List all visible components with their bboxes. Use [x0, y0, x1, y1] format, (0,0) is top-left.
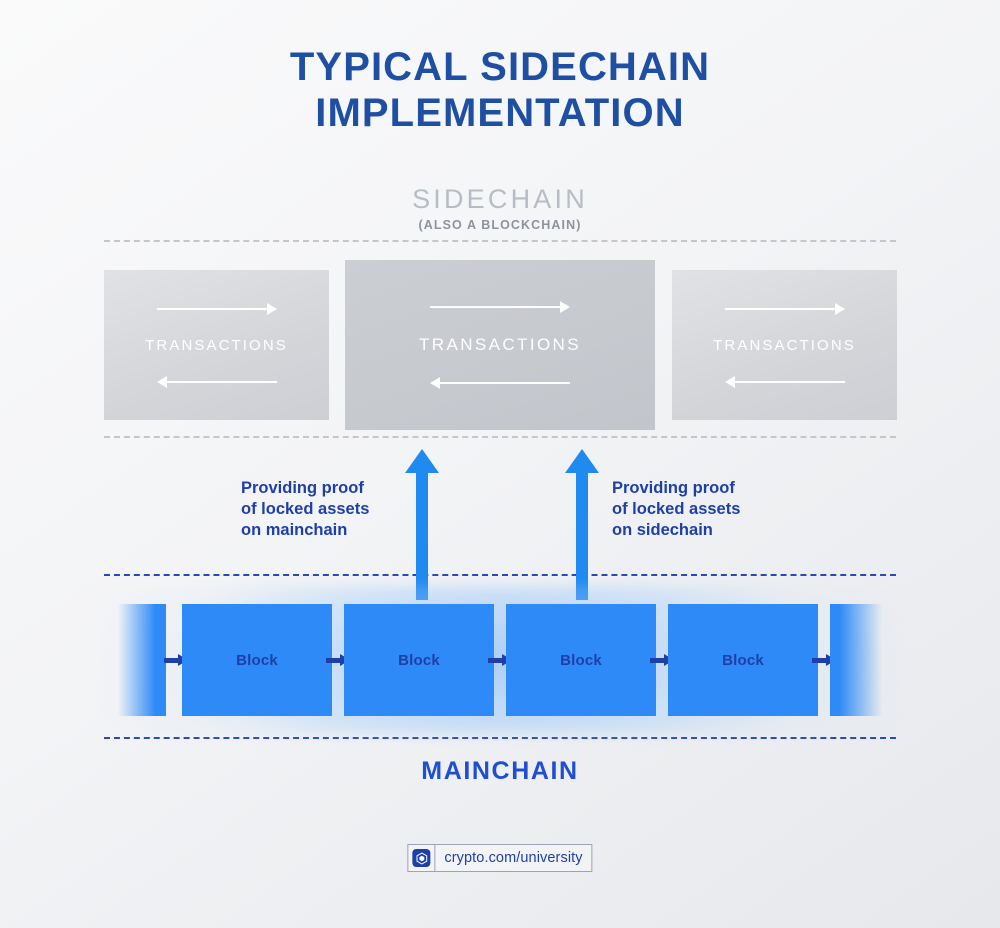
arrow-left-icon	[724, 375, 845, 388]
mainchain-block-partial	[118, 604, 166, 716]
sidechain-transaction-row: TRANSACTIONS TRANSACTIONS TRANSACTIONS	[0, 260, 1000, 440]
mainchain-block-label: Block	[722, 651, 764, 669]
mainchain-block: Block	[506, 604, 656, 716]
mainchain-caption: MAINCHAIN	[421, 757, 579, 785]
footer-badge[interactable]: crypto.com/university	[407, 844, 593, 872]
arrow-right-icon	[430, 301, 570, 313]
arrow-right-icon	[724, 302, 845, 315]
divider-sidechain-bottom	[104, 436, 896, 438]
arrow-left-icon	[430, 377, 570, 389]
sidechain-heading-group: SIDECHAIN (ALSO A BLOCKCHAIN)	[0, 184, 1000, 232]
transaction-box-label: TRANSACTIONS	[145, 336, 288, 354]
mainchain-block: Block	[182, 604, 332, 716]
title-line-2: IMPLEMENTATION	[315, 91, 685, 135]
transaction-box: TRANSACTIONS	[104, 270, 329, 420]
mainchain-block: Block	[668, 604, 818, 716]
mainchain-block-label: Block	[236, 651, 278, 669]
transaction-box-label: TRANSACTIONS	[713, 336, 856, 354]
sidechain-subheading: (ALSO A BLOCKCHAIN)	[418, 218, 582, 232]
page-title: TYPICAL SIDECHAIN IMPLEMENTATION	[0, 44, 1000, 136]
proof-label-sidechain: Providing proof of locked assets on side…	[612, 479, 741, 539]
proof-label-mainchain: Providing proof of locked assets on main…	[241, 479, 370, 539]
arrow-up-icon	[405, 449, 439, 600]
mainchain-block-label: Block	[398, 651, 440, 669]
sidechain-heading: SIDECHAIN	[412, 184, 588, 214]
mainchain-block: Block	[344, 604, 494, 716]
mainchain-block-partial	[830, 604, 882, 716]
mainchain-block-row: Block Block Block Block	[0, 604, 1000, 716]
arrow-right-icon	[156, 302, 277, 315]
divider-sidechain-top	[104, 240, 896, 242]
arrow-up-icon	[565, 449, 599, 600]
mainchain-block-label: Block	[560, 651, 602, 669]
arrow-left-icon	[156, 375, 277, 388]
divider-mainchain-top	[104, 574, 896, 576]
footer-url[interactable]: crypto.com/university	[444, 850, 583, 866]
crypto-com-logo-icon	[408, 845, 436, 871]
title-line-1: TYPICAL SIDECHAIN	[289, 45, 711, 89]
transaction-box: TRANSACTIONS	[345, 260, 655, 430]
divider-mainchain-bottom	[104, 737, 896, 739]
transaction-box: TRANSACTIONS	[672, 270, 897, 420]
transaction-box-label: TRANSACTIONS	[419, 335, 581, 354]
